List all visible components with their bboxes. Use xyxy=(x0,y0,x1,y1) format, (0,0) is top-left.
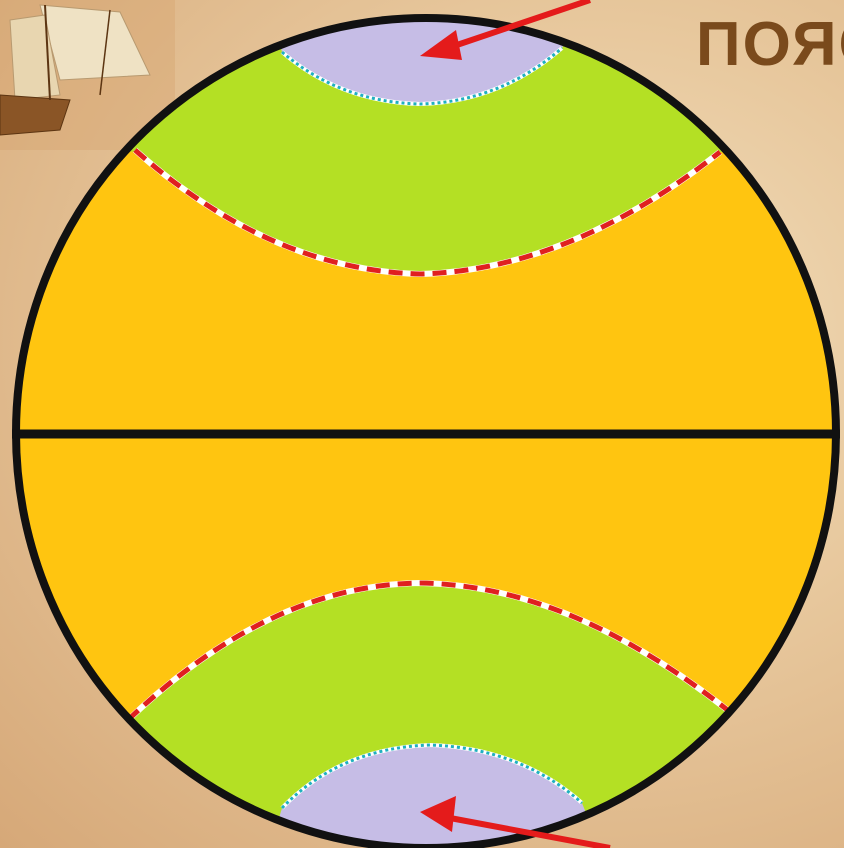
climate-zones-globe xyxy=(0,0,844,848)
